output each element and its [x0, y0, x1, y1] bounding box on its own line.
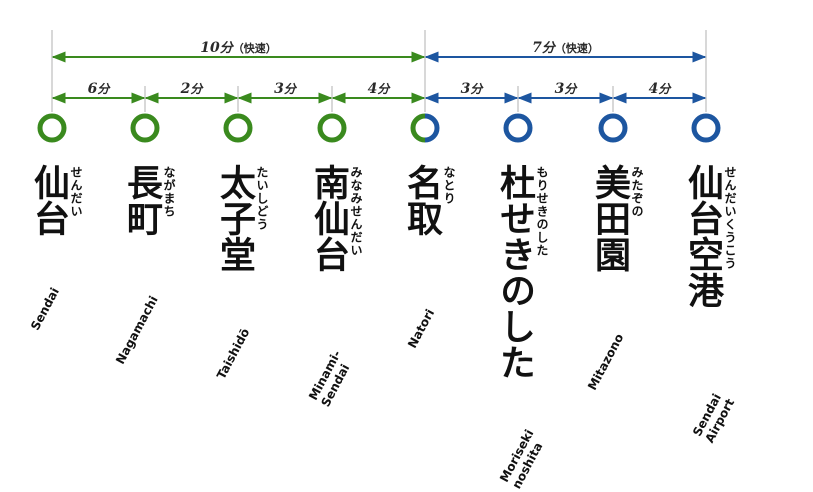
label-backdrop — [451, 80, 492, 97]
label-backdrop — [265, 80, 305, 97]
segment-time-label: 3分 — [555, 81, 579, 97]
station-name-kanji: 太子堂 — [214, 164, 255, 272]
segment-time-label: 6分 — [88, 81, 112, 97]
station-name-kana: せんだいくうこう — [723, 166, 737, 270]
station-name-kanji: 仙台 — [28, 164, 69, 236]
label-backdrop — [545, 80, 586, 97]
segment-time-label: 2分 — [180, 81, 205, 97]
segment-minutes: 3 — [555, 81, 565, 97]
segment-unit: 分 — [97, 82, 111, 96]
station-circle — [317, 113, 347, 143]
segment-time-label: 3分 — [461, 81, 485, 97]
station-name-kana: せんだい — [69, 166, 83, 218]
segment-time-label: 4分 — [649, 81, 673, 97]
total-note: （快速） — [555, 41, 599, 55]
station-name-kanji: 仙台空港 — [682, 164, 723, 308]
station-name-kana: なとり — [442, 166, 456, 205]
segment-time-label: 3分 — [274, 81, 298, 97]
station-circle — [37, 113, 67, 143]
segment-time-label: 4分 — [368, 81, 392, 97]
segment-minutes: 4 — [368, 81, 378, 97]
segment-unit: 分 — [190, 82, 204, 96]
total-minutes: 7 — [532, 40, 542, 56]
total-time-label: 7分（快速） — [532, 40, 599, 56]
label-backdrop — [180, 39, 297, 56]
segment-minutes: 6 — [88, 81, 98, 97]
segment-minutes: 4 — [649, 81, 659, 97]
station-name-kana: みたぞの — [630, 166, 644, 218]
station-circle — [691, 113, 721, 143]
segment-minutes: 3 — [274, 81, 284, 97]
station-name-kana: たいしどう — [255, 166, 269, 231]
label-backdrop — [639, 80, 680, 97]
station-name-kanji: 杜せきのした — [494, 164, 535, 380]
station-name-kana: ながまち — [162, 166, 176, 218]
station-circle — [598, 113, 628, 143]
segment-unit: 分 — [284, 82, 298, 96]
station-circle — [130, 113, 160, 143]
station-name-kanji: 南仙台 — [308, 164, 349, 272]
label-backdrop — [171, 80, 212, 97]
segment-minutes: 3 — [461, 81, 471, 97]
station-circle-blue-half — [424, 113, 440, 143]
travel-time-arrows — [51, 51, 707, 104]
station-circle — [503, 113, 533, 143]
label-backdrop — [78, 80, 119, 97]
total-note: （快速） — [233, 41, 277, 55]
station-name-kana: みなみせんだい — [349, 166, 363, 257]
total-unit: 分 — [220, 40, 235, 56]
segment-unit: 分 — [377, 82, 391, 96]
total-time-label: 10分（快速） — [200, 40, 277, 56]
label-backdrop — [507, 39, 624, 56]
total-unit: 分 — [542, 40, 557, 56]
total-minutes: 10 — [200, 40, 220, 56]
segment-unit: 分 — [564, 82, 578, 96]
station-name-kanji: 長町 — [121, 164, 162, 236]
segment-unit: 分 — [470, 82, 484, 96]
station-name-kanji: 名取 — [401, 164, 442, 236]
segment-minutes: 2 — [180, 81, 191, 97]
station-circle-green-half — [410, 113, 426, 143]
station-name-kana: もりせきのした — [535, 166, 549, 257]
station-markers — [37, 113, 721, 143]
segment-unit: 分 — [658, 82, 672, 96]
label-backdrop — [358, 80, 399, 97]
station-circle — [223, 113, 253, 143]
station-name-kanji: 美田園 — [589, 164, 630, 272]
